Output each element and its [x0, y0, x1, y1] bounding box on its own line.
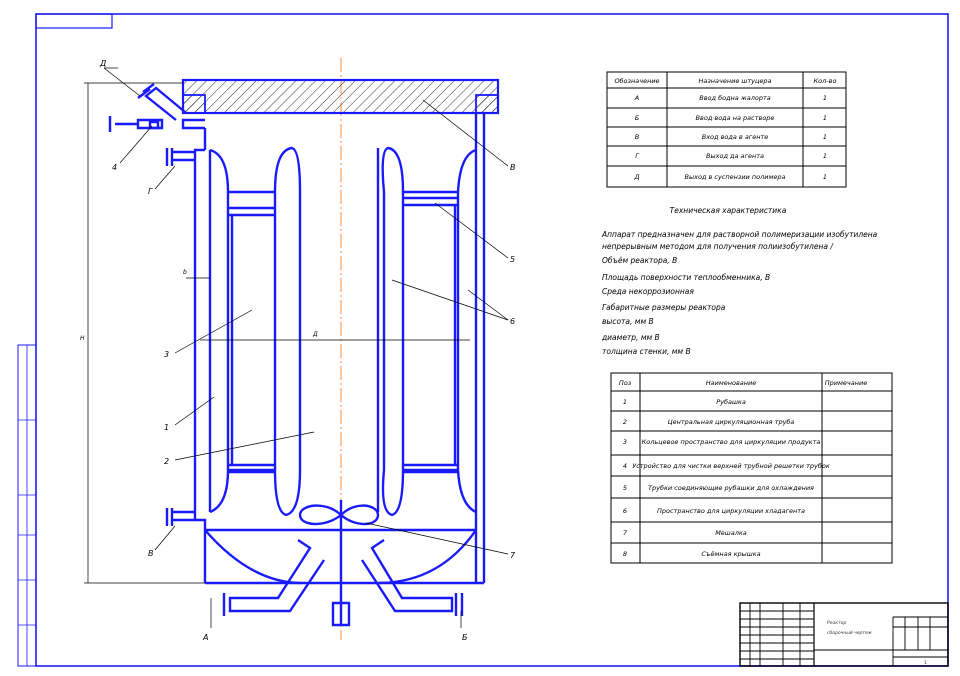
parts-header: Поз [619, 379, 632, 387]
parts-cell: 4 [623, 462, 627, 470]
conn-header: Обозначение [614, 77, 659, 85]
parts-table-text: Поз Наименование Примечание 1 Рубашка 2 Центра… [619, 379, 867, 558]
title-sheet-number: 1 [924, 660, 927, 666]
conn-cell: В [635, 133, 640, 141]
dim-b-label: b [183, 269, 187, 276]
spec-line: диаметр, мм В [601, 333, 660, 342]
callout-3: 3 [164, 350, 169, 359]
parts-cell: 3 [623, 438, 627, 446]
callout-v-left: В [148, 549, 154, 558]
callout-4: 4 [112, 163, 117, 172]
parts-cell: 5 [623, 484, 627, 492]
callout-6: 6 [510, 317, 515, 326]
conn-cell: Г [635, 152, 640, 160]
removable-lid [181, 78, 500, 115]
parts-cell: Мешалка [715, 529, 747, 537]
conn-header: Назначение штуцера [698, 77, 771, 85]
conn-cell: 1 [823, 94, 827, 102]
parts-cell: Трубки соединяющие рубашки для охлаждени… [648, 484, 814, 492]
specs-title: Техническая характеристика [670, 206, 787, 215]
parts-cell: Съёмная крышка [701, 550, 760, 558]
dim-d-label: Д [312, 331, 318, 338]
callout-d: Д [99, 59, 106, 68]
parts-cell: 1 [623, 398, 627, 406]
title-name-line1: Реактор [827, 620, 846, 626]
spec-line: Габаритные размеры реактора [602, 303, 726, 312]
parts-cell: 2 [623, 418, 627, 426]
parts-cell: Устройство для чистки верхней трубной ре… [632, 462, 830, 470]
callout-a: А [202, 633, 208, 642]
dimensions [84, 82, 470, 584]
connections-table-text: Обозначение Назначение штуцера Кол-воА Ввод… [614, 77, 836, 181]
spec-line: Среда некоррозионная [602, 287, 694, 296]
conn-cell: Ввод вода на растворе [696, 114, 775, 122]
parts-cell: 8 [623, 550, 627, 558]
parts-cell: 6 [623, 507, 627, 515]
conn-cell: 1 [823, 133, 827, 141]
conn-cell: Ввод бодна жалорта [699, 94, 770, 102]
conn-cell: Вход вода в агенте [702, 133, 769, 141]
parts-cell: Кольцевое пространство для циркуляции пр… [642, 438, 821, 446]
callout-1: 1 [164, 423, 169, 432]
callout-v-right: В [510, 163, 516, 172]
connections-table [606, 71, 847, 188]
spec-line: Объём реактора, В [602, 256, 677, 265]
conn-cell: А [634, 94, 639, 102]
parts-cell: Центральная циркуляционная труба [668, 418, 795, 426]
vessel-body [108, 83, 486, 627]
spec-line: высота, мм В [602, 317, 654, 326]
conn-cell: 1 [823, 173, 827, 181]
conn-header: Кол-во [814, 77, 837, 85]
callout-g: Г [148, 187, 153, 196]
parts-table [610, 372, 893, 564]
spec-line: толщина стенки, мм В [602, 347, 691, 356]
callout-7: 7 [510, 551, 516, 560]
title-name-line2: сборочный чертеж [827, 630, 873, 636]
callout-2: 2 [164, 457, 169, 466]
conn-cell: Д [633, 173, 639, 181]
conn-cell: 1 [823, 152, 827, 160]
parts-header: Примечание [825, 379, 867, 387]
conn-cell: Б [635, 114, 640, 122]
dim-h-label: Н [80, 335, 85, 342]
title-block [739, 602, 949, 667]
spec-line: Площадь поверхности теплообменника, В [602, 273, 770, 282]
parts-header: Наименование [706, 379, 757, 387]
callout-5: 5 [510, 255, 515, 264]
callout-labels: Д 4 Г В В А Б b Д Н 1 2 3 5 6 7 [80, 59, 516, 642]
parts-cell: Пространство для циркуляции хладагента [657, 507, 805, 515]
spec-line: Аппарат предназначен для растворной поли… [601, 230, 878, 239]
conn-cell: Выход в суспензии полимера [685, 173, 786, 181]
conn-cell: Выход да агента [706, 152, 764, 160]
callout-b: Б [462, 633, 468, 642]
sheet-frame [17, 13, 949, 667]
parts-cell: 7 [623, 529, 628, 537]
spec-line: непрерывным методом для получения полииз… [602, 242, 834, 251]
parts-cell: Рубашка [716, 398, 746, 406]
conn-cell: 1 [823, 114, 827, 122]
leader-lines [103, 67, 509, 628]
